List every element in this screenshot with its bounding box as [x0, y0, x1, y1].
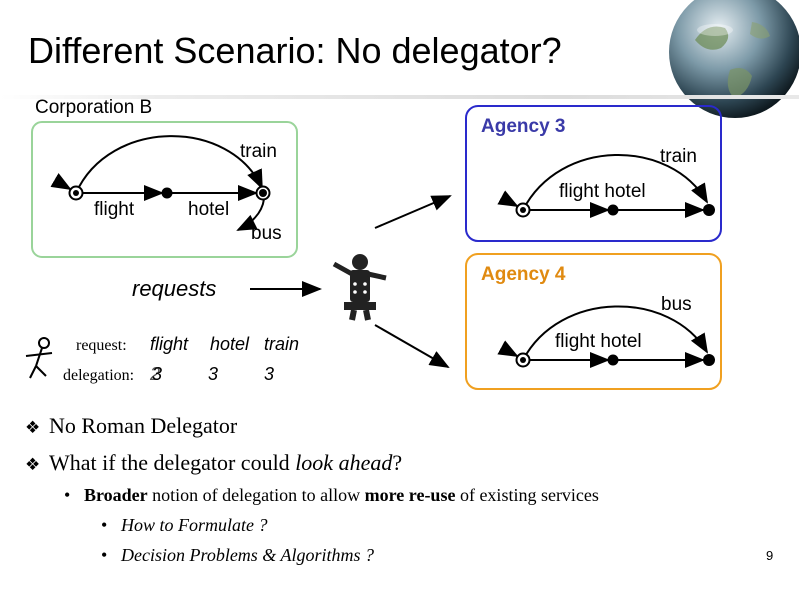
- stick-figure-icon: [25, 337, 53, 379]
- agency3-title: Agency 3: [481, 116, 566, 137]
- corp-train-edge: [75, 135, 263, 194]
- agency4-mid-node: [607, 354, 619, 366]
- delegation-value-flight: 3: [152, 364, 163, 384]
- delegation-value-train: 3: [264, 364, 275, 384]
- dot-bullet-icon: •: [64, 485, 71, 505]
- diamond-bullet-icon: ❖: [25, 455, 41, 475]
- corp-bus-label: bus: [251, 223, 282, 244]
- bullet-no-roman-delegator: ❖No Roman Delegator: [25, 413, 238, 438]
- corp-to-agency3-arrow: [374, 195, 452, 229]
- sub-bullet-broader-notion: •Broader notion of delegation to allow m…: [64, 485, 599, 505]
- agency4-bus-edge: [522, 305, 709, 361]
- corporation-b-box: [31, 121, 298, 258]
- request-row-label: request:: [76, 337, 127, 354]
- slide-title: Different Scenario: No delegator?: [28, 30, 562, 71]
- agency3-box: [465, 105, 722, 242]
- sub-sub-bullet-decision: •Decision Problems & Algorithms ?: [101, 545, 374, 565]
- agency4-title: Agency 4: [481, 264, 566, 285]
- corp-start-arrow: [50, 173, 72, 191]
- title-divider: [0, 95, 799, 99]
- delegation-row-label: delegation:: [63, 367, 135, 384]
- dot-bullet-icon: •: [101, 515, 108, 535]
- globe-icon: [669, 0, 799, 118]
- agency4-box: [465, 253, 722, 390]
- bullet-look-ahead: ❖What if the delegator could look ahead?: [25, 450, 403, 475]
- agency3-flight-hotel-label: flight hotel: [559, 181, 646, 202]
- request-item-hotel: hotel: [210, 334, 250, 354]
- agency3-final-node: [703, 204, 715, 216]
- agency3-train-edge: [522, 154, 709, 211]
- corp-hotel-label: hotel: [188, 199, 230, 220]
- agency3-train-label: train: [660, 146, 697, 167]
- corporation-label: Corporation B: [35, 97, 153, 118]
- agency4-bus-label: bus: [661, 294, 692, 315]
- delegation-overlap-value: 2: [150, 364, 161, 384]
- request-item-train: train: [264, 334, 300, 354]
- agency4-start-arrow: [497, 340, 519, 357]
- requests-label: requests: [132, 276, 217, 301]
- dot-bullet-icon: •: [101, 545, 108, 565]
- corp-train-label: train: [240, 141, 277, 162]
- delegator-figure-icon: [332, 254, 387, 321]
- corp-to-agency4-arrow: [374, 324, 450, 368]
- sub-sub-bullet-formulate: •How to Formulate ?: [101, 515, 268, 535]
- page-number: 9: [766, 548, 774, 563]
- agency4-flight-hotel-label: flight hotel: [555, 331, 642, 352]
- diamond-bullet-icon: ❖: [25, 418, 41, 438]
- corp-flight-label: flight: [94, 199, 135, 220]
- agency4-final-node: [703, 354, 715, 366]
- corp-mid-node: [161, 187, 173, 199]
- agency3-mid-node: [607, 204, 619, 216]
- request-item-flight: flight: [150, 334, 189, 354]
- agency3-start-arrow: [497, 190, 519, 207]
- delegation-value-hotel: 3: [208, 364, 219, 384]
- corp-bus-edge: [236, 198, 265, 231]
